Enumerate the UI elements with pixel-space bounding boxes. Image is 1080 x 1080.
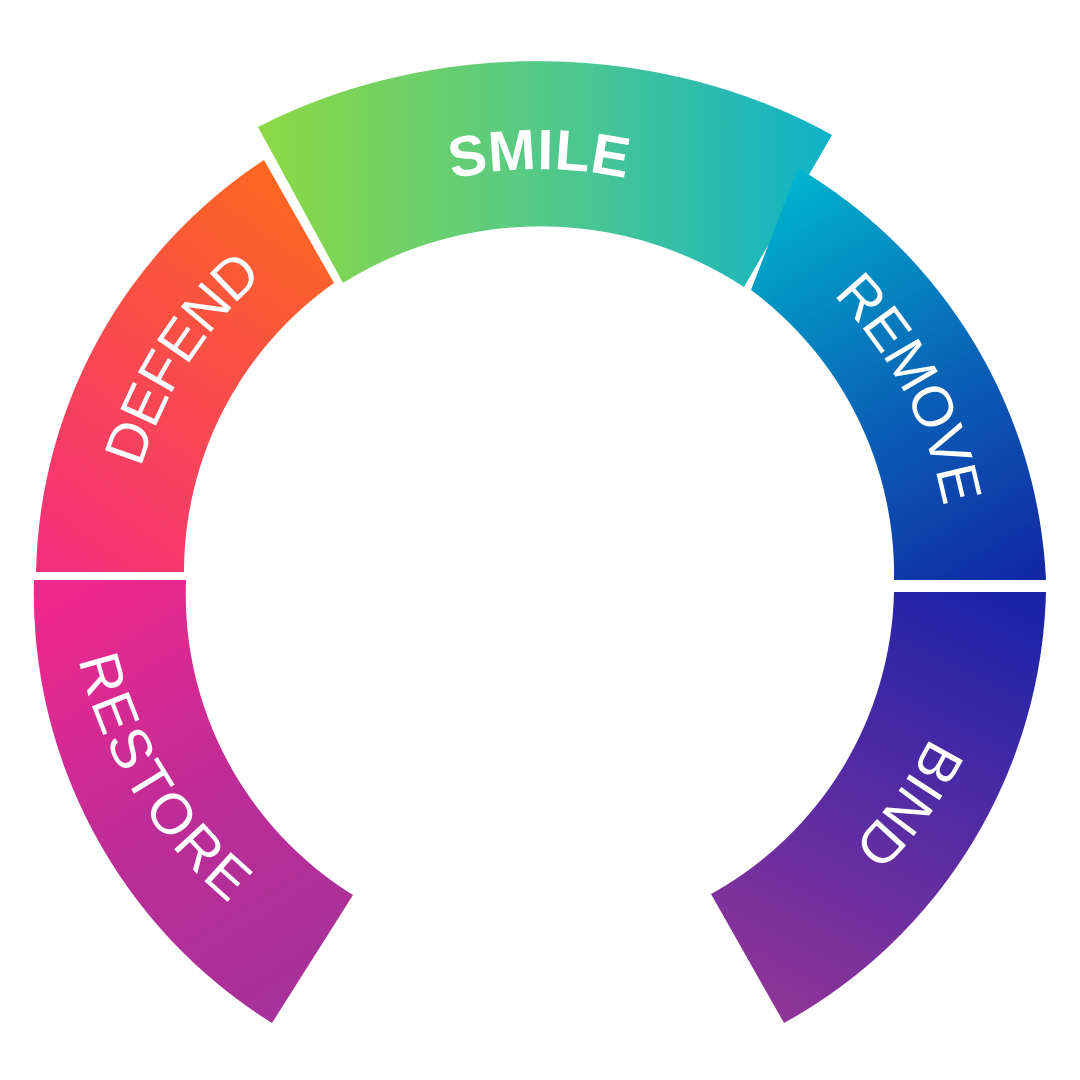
segment-bind-band[interactable]: [711, 592, 1046, 1023]
segment-restore-band[interactable]: [33, 580, 353, 1023]
segment-remove-band[interactable]: [751, 168, 1046, 580]
segment-bind[interactable]: BIND: [711, 592, 1046, 1023]
segment-smile-label: SMILE: [443, 118, 636, 192]
segment-smile-band[interactable]: [258, 61, 832, 287]
segment-defend-band[interactable]: [36, 160, 334, 572]
segment-smile[interactable]: SMILE: [258, 61, 832, 287]
segment-defend[interactable]: DEFEND: [36, 160, 334, 572]
segment-restore[interactable]: RESTORE: [33, 580, 353, 1023]
segment-remove[interactable]: REMOVE: [751, 168, 1046, 580]
